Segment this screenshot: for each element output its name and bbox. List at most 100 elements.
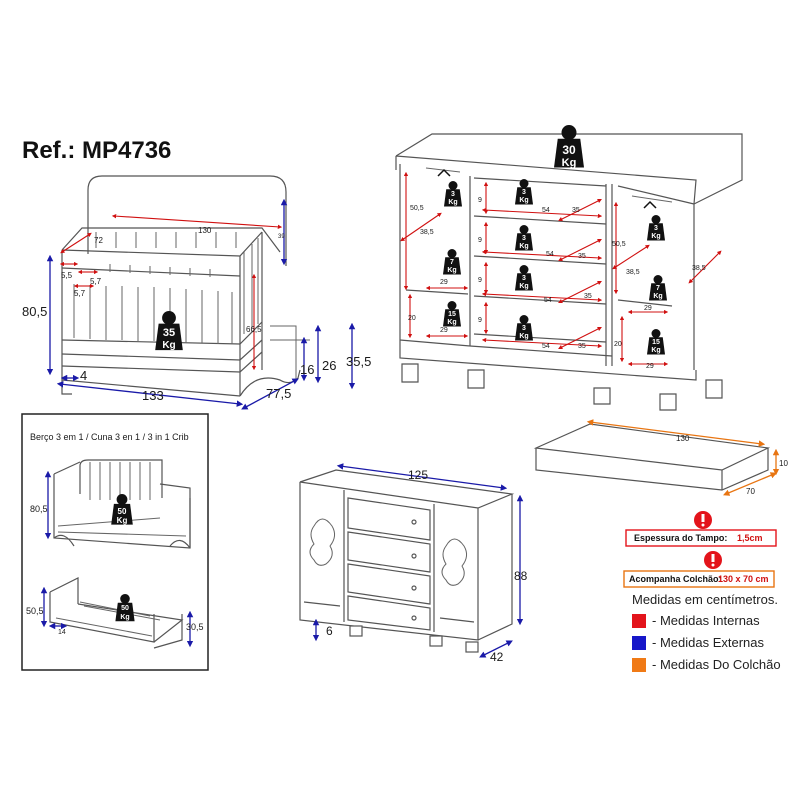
legend: - Medidas Internas - Medidas Externas - Me… — [632, 613, 781, 672]
mattress-width-label: 70 — [746, 487, 755, 496]
crib-inner-height-label: 66,5 — [246, 325, 262, 334]
svg-text:Kg: Kg — [447, 319, 456, 326]
svg-text:3: 3 — [451, 191, 455, 198]
mattress-length-label: 130 — [676, 434, 690, 443]
svg-text:Kg: Kg — [651, 347, 660, 354]
crib-weight-value: 35 — [163, 327, 175, 339]
drawer-3-height-label: 9 — [478, 277, 482, 284]
dresser-front-drawing — [299, 469, 515, 653]
left-shelf-height-label: 20 — [408, 315, 416, 322]
svg-text:Kg: Kg — [120, 614, 129, 621]
left-hanger-weight: 3 Kg — [444, 181, 462, 207]
svg-text:15: 15 — [448, 311, 456, 318]
crib-length-label: 130 — [198, 226, 212, 235]
crib-weight-badge: 35 Kg — [155, 311, 183, 351]
svg-text:3: 3 — [522, 235, 526, 242]
crib-height-label: 80,5 — [22, 304, 47, 319]
svg-text:3: 3 — [522, 325, 526, 332]
svg-text:7: 7 — [450, 259, 454, 266]
crib-mattress-base-label: 16 — [300, 362, 314, 377]
crib-weight-unit: Kg — [162, 340, 175, 351]
crib-gap-a-label: 5,5 — [61, 271, 73, 280]
bed2-side-label: 30,5 — [186, 622, 204, 632]
svg-text:1,5cm: 1,5cm — [737, 533, 763, 543]
svg-text:3: 3 — [522, 189, 526, 196]
legend-swatch-1 — [632, 636, 646, 650]
svg-text:50: 50 — [121, 605, 129, 612]
drawer-1-weight: 3 Kg — [515, 179, 533, 205]
svg-text:Kg: Kg — [651, 233, 660, 240]
drawer-2-height-label: 9 — [478, 237, 482, 244]
left-depth-label: 38,5 — [420, 229, 434, 236]
svg-text:Kg: Kg — [519, 243, 528, 250]
mattress-note: Acompanha Colchão: 130 x 70 cm — [623, 551, 775, 588]
svg-text:Acompanha Colchão:: Acompanha Colchão: — [629, 574, 722, 584]
right-depth-b-label: 38,5 — [692, 265, 706, 272]
svg-text:Espessura do Tampo:: Espessura do Tampo: — [634, 533, 727, 543]
svg-text:Kg: Kg — [653, 293, 662, 300]
crib-width-label: 72 — [94, 236, 103, 245]
legend-label-1: - Medidas Externas — [652, 635, 764, 650]
alert-icon — [694, 511, 712, 529]
drawer-2-weight: 3 Kg — [515, 225, 533, 251]
crib-outer-length-label: 133 — [142, 388, 164, 403]
svg-text:15: 15 — [652, 339, 660, 346]
crib-gap-c-label: 5,7 — [74, 289, 86, 298]
left-shelf-weight-a: 7 Kg — [443, 249, 461, 275]
bed2-height-label: 50,5 — [26, 606, 44, 616]
crib-total-label: 35,5 — [346, 354, 371, 369]
svg-text:30: 30 — [562, 143, 576, 157]
dresser-foot-label: 6 — [326, 624, 333, 638]
right-depth-a-label: 38,5 — [626, 269, 640, 276]
conversion-title: Berço 3 em 1 / Cuna 3 en 1 / 3 in 1 Crib — [30, 432, 189, 442]
drawer-4-weight: 3 Kg — [515, 315, 533, 341]
left-shelf-width-label-2: 29 — [440, 279, 448, 286]
right-shelf-width-label: 29 — [644, 305, 652, 312]
dresser-width-label: 125 — [408, 468, 428, 482]
bed-conversion-1: 80,5 — [30, 459, 191, 549]
mattress-height-label: 10 — [779, 459, 788, 468]
right-shelf-weight-a: 7 Kg — [649, 275, 667, 301]
bed2-foot-label: 14 — [58, 629, 66, 636]
dresser-height-label: 88 — [514, 569, 528, 583]
left-shelf-width-label: 29 — [440, 327, 448, 334]
drawer-3-depth-label: 35 — [584, 293, 592, 300]
left-height-label: 50,5 — [410, 205, 424, 212]
dresser-front-dimensions: 125 88 42 6 — [312, 463, 528, 664]
svg-text:3: 3 — [654, 225, 658, 232]
svg-text:Kg: Kg — [447, 267, 456, 274]
drawer-4-height-label: 9 — [478, 317, 482, 324]
mattress-dimensions: 130 70 10 — [586, 419, 788, 496]
units-title: Medidas em centímetros. — [632, 592, 778, 607]
drawer-2-depth-label: 35 — [578, 253, 586, 260]
dresser-depth-label: 42 — [490, 650, 504, 664]
dresser-interior-dimensions: 50,5 38,5 20 29 29 9 54 35 9 54 35 9 54 … — [400, 171, 722, 370]
drawer-2-width-label: 54 — [546, 251, 554, 258]
right-shelf-height-label: 20 — [614, 341, 622, 348]
crib-gap-b-label: 5,7 — [90, 277, 102, 286]
crib-foot-label: 4 — [80, 368, 87, 383]
top-thickness-note: Espessura do Tampo: 1,5cm — [625, 511, 777, 547]
crib-headboard-label: 39 — [278, 234, 285, 240]
legend-label-0: - Medidas Internas — [652, 613, 760, 628]
legend-swatch-2 — [632, 658, 646, 672]
conversion-box — [21, 413, 209, 671]
legend-swatch-0 — [632, 614, 646, 628]
svg-text:Kg: Kg — [562, 157, 577, 169]
bed1-weight: 50 Kg — [111, 494, 133, 525]
drawer-4-width-label: 54 — [542, 343, 550, 350]
legend-label-2: - Medidas Do Colchão — [652, 657, 781, 672]
right-hanger-weight: 3 Kg — [647, 215, 665, 241]
svg-text:Kg: Kg — [519, 333, 528, 340]
drawer-1-height-label: 9 — [478, 197, 482, 204]
svg-text:3: 3 — [522, 275, 526, 282]
drawer-3-width-label: 54 — [544, 297, 552, 304]
crib-base-height-label: 26 — [322, 358, 336, 373]
svg-text:Kg: Kg — [519, 283, 528, 290]
drawer-3-weight: 3 Kg — [515, 265, 533, 291]
svg-text:130 x 70 cm: 130 x 70 cm — [718, 574, 769, 584]
drawer-1-depth-label: 35 — [572, 207, 580, 214]
hanger-icon — [437, 168, 657, 209]
bed1-height-label: 80,5 — [30, 504, 48, 514]
